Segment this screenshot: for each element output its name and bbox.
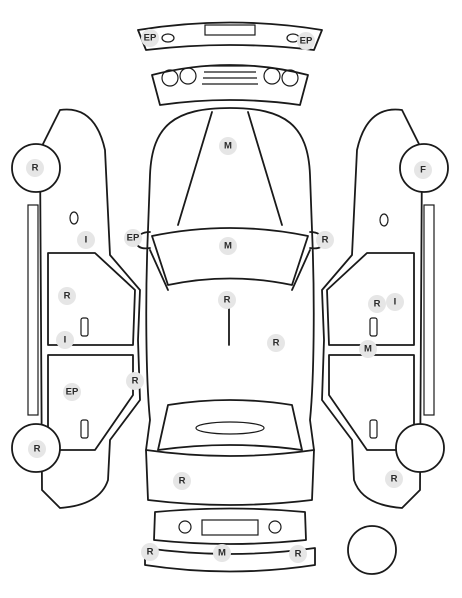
svg-text:M: M (218, 548, 226, 559)
damage-badge[interactable]: R (368, 295, 386, 313)
damage-badge[interactable]: R (289, 545, 307, 563)
damage-badge[interactable]: F (414, 161, 432, 179)
damage-badge[interactable]: R (26, 159, 44, 177)
damage-badge[interactable]: EP (63, 383, 81, 401)
damage-badge[interactable]: R (141, 543, 159, 561)
front-fascia (151, 64, 309, 106)
svg-text:R: R (32, 163, 39, 174)
svg-text:EP: EP (127, 233, 140, 244)
svg-text:M: M (364, 344, 372, 355)
svg-text:R: R (34, 444, 41, 455)
damage-badge[interactable]: M (219, 237, 237, 255)
svg-text:I: I (394, 297, 397, 308)
damage-badge[interactable]: M (219, 137, 237, 155)
damage-badge[interactable]: EP (124, 229, 142, 247)
svg-text:R: R (374, 299, 381, 310)
svg-text:R: R (179, 476, 186, 487)
svg-text:M: M (224, 241, 232, 252)
svg-text:EP: EP (144, 33, 157, 44)
svg-text:M: M (224, 141, 232, 152)
damage-badge[interactable]: R (267, 334, 285, 352)
spare-tire (347, 525, 397, 575)
right-side-profile (321, 108, 449, 509)
svg-text:R: R (132, 376, 139, 387)
car-body-top (135, 107, 325, 506)
svg-text:I: I (85, 235, 88, 246)
svg-text:R: R (391, 474, 398, 485)
front-bumper (137, 21, 323, 51)
svg-text:R: R (224, 295, 231, 306)
svg-text:EP: EP (66, 387, 79, 398)
svg-text:R: R (64, 291, 71, 302)
damage-badge[interactable]: R (173, 472, 191, 490)
svg-text:F: F (420, 165, 426, 176)
damage-badge[interactable]: M (213, 544, 231, 562)
damage-badge[interactable]: R (28, 440, 46, 458)
svg-text:EP: EP (300, 36, 313, 47)
rear-bumper (144, 507, 316, 573)
damage-badge[interactable]: I (77, 231, 95, 249)
svg-text:R: R (147, 547, 154, 558)
svg-text:R: R (273, 338, 280, 349)
damage-badge[interactable]: EP (141, 29, 159, 47)
damage-badge[interactable]: R (58, 287, 76, 305)
damage-badge[interactable]: EP (297, 32, 315, 50)
damage-badge[interactable]: I (386, 293, 404, 311)
damage-badge[interactable]: R (218, 291, 236, 309)
damage-badge[interactable]: M (359, 340, 377, 358)
damage-badge[interactable]: R (316, 231, 334, 249)
damage-badges: EP EP M M EP R R R R I R I EP R R F R I … (26, 29, 432, 563)
svg-text:I: I (64, 335, 67, 346)
damage-badge[interactable]: I (56, 331, 74, 349)
svg-text:R: R (295, 549, 302, 560)
damage-badge[interactable]: R (126, 372, 144, 390)
svg-text:R: R (322, 235, 329, 246)
damage-badge[interactable]: R (385, 470, 403, 488)
